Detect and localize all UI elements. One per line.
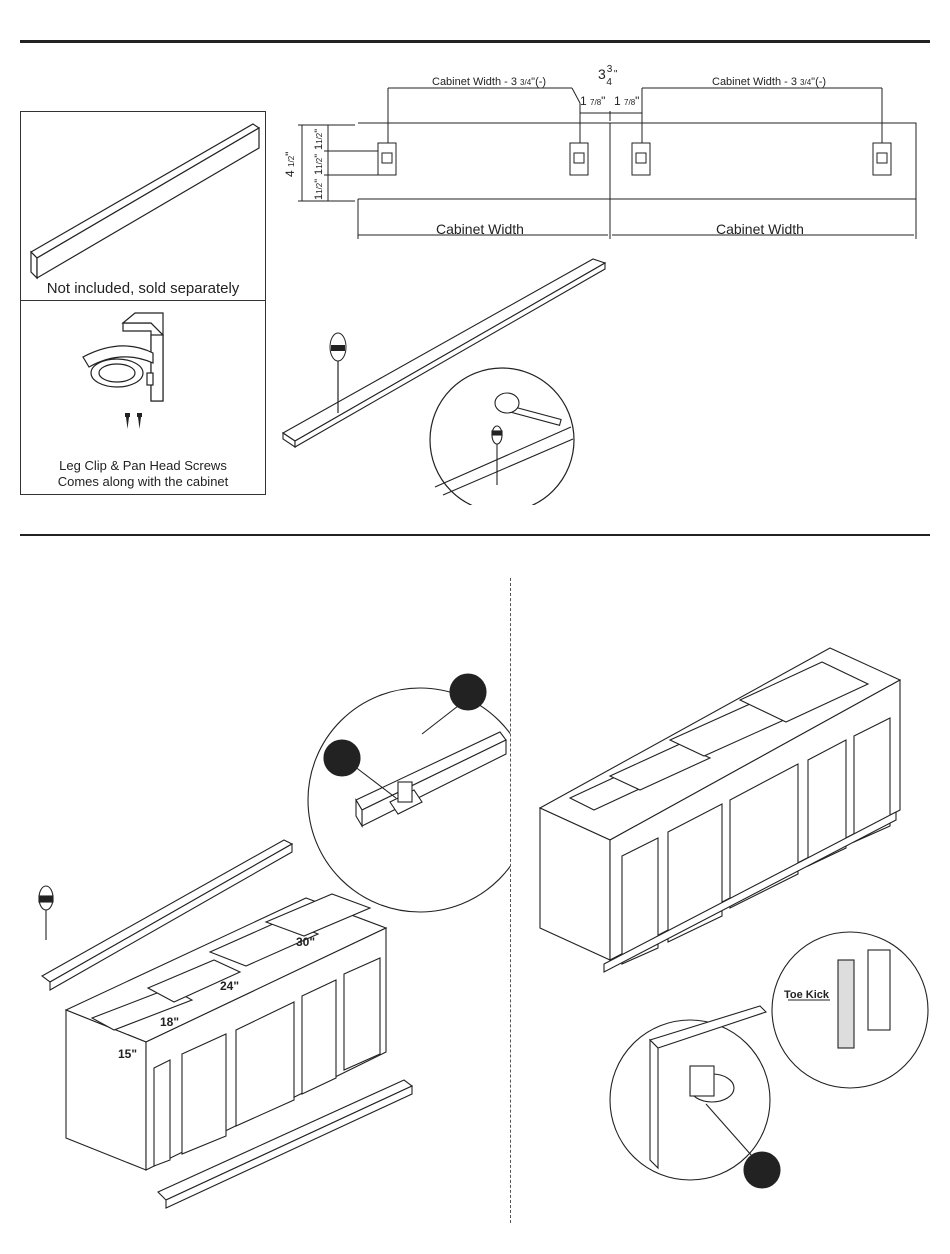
height-total: 4 1/2"	[283, 152, 297, 177]
toe-kick-note: Not included, sold separately	[21, 280, 265, 297]
toe-kick-board-illustration	[21, 112, 265, 282]
top-rule	[20, 40, 930, 43]
cabinet-row-finished: Toe Kick	[530, 640, 930, 1200]
size-24: 24"	[220, 979, 239, 993]
leg-clip-panel: Leg Clip & Pan Head Screws Comes along w…	[20, 300, 266, 495]
step-marker-a	[324, 740, 360, 776]
height-part-2: 11/2"	[313, 154, 325, 175]
column-divider	[510, 578, 511, 1223]
clip-marks	[378, 143, 891, 175]
dim-left-label: Cabinet Width - 3 3/4"(-)	[432, 76, 546, 88]
middle-rule	[20, 534, 930, 536]
height-part-1: 11/2"	[313, 129, 325, 150]
leg-clip-illustration	[21, 301, 265, 441]
cabinet-width-left: Cabinet Width	[436, 221, 524, 237]
toe-kick-label: Toe Kick	[784, 989, 830, 1001]
toe-kick-panel: Not included, sold separately	[20, 111, 266, 302]
half-gap-right: 1 7/8"	[614, 94, 639, 108]
clip-install-illustration	[275, 255, 615, 505]
cabinet-width-right: Cabinet Width	[716, 221, 804, 237]
leg-clip-note-line2: Comes along with the cabinet	[21, 474, 265, 490]
clip-placement-diagram: Cabinet Width - 3 3/4"(-) Cabinet Width …	[280, 55, 930, 250]
step-marker-c	[744, 1152, 780, 1188]
size-18: 18"	[160, 1015, 179, 1029]
screw-icon	[125, 413, 142, 429]
height-part-3: 11/2"	[313, 179, 325, 200]
size-30: 30"	[296, 935, 315, 949]
dim-right-label: Cabinet Width - 3 3/4"(-)	[712, 76, 826, 88]
screwdriver-icon-2	[39, 886, 53, 940]
size-15: 15"	[118, 1047, 137, 1061]
leg-clip-zoom-circle	[610, 1020, 770, 1180]
half-gap-left: 1 7/8"	[580, 94, 605, 108]
step-marker-b	[450, 674, 486, 710]
cabinet-row-install: 15" 18" 24" 30"	[30, 670, 510, 1230]
leg-clip-note-line1: Leg Clip & Pan Head Screws	[21, 458, 265, 474]
